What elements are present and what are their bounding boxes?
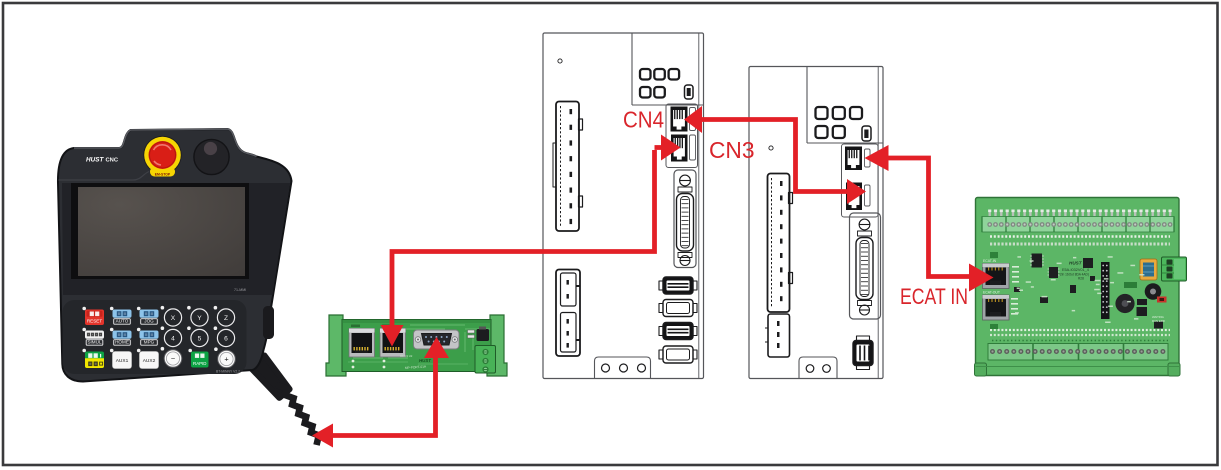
svg-text:CNC: CNC <box>106 158 119 164</box>
svg-text:R6 C3 U2: R6 C3 U2 <box>400 354 413 358</box>
svg-text:HUST: HUST <box>1069 261 1083 266</box>
svg-text:RAPID: RAPID <box>193 361 206 366</box>
svg-text:E5A-I032V01_4: E5A-I032V01_4 <box>1062 268 1089 272</box>
svg-text:CN3: CN3 <box>709 137 755 163</box>
svg-text:71-MMI: 71-MMI <box>234 288 246 292</box>
svg-text:R28: R28 <box>1078 277 1084 281</box>
svg-text:Z: Z <box>224 315 228 322</box>
svg-text:X: X <box>171 315 176 322</box>
svg-text:AUX1: AUX1 <box>116 358 129 364</box>
svg-text:Y: Y <box>197 315 202 322</box>
svg-text:HUST: HUST <box>86 157 104 164</box>
svg-text:4: 4 <box>171 335 175 342</box>
svg-text:RUN ERR: RUN ERR <box>1152 319 1165 323</box>
svg-text:WAITING: WAITING <box>1152 315 1164 319</box>
svg-text:EM-STOP: EM-STOP <box>155 173 171 177</box>
svg-text:BT-MINNY V2.2: BT-MINNY V2.2 <box>216 370 240 374</box>
svg-text:6: 6 <box>224 335 228 342</box>
svg-text:JOG: JOG <box>144 318 154 323</box>
svg-text:MP-PORT-01A: MP-PORT-01A <box>405 364 427 370</box>
svg-text:SIMUL: SIMUL <box>87 339 101 344</box>
svg-text:ECAT-OUT: ECAT-OUT <box>983 291 1000 295</box>
svg-text:−: − <box>171 354 175 363</box>
svg-text:AUX2: AUX2 <box>143 358 156 364</box>
svg-text:HOME: HOME <box>115 339 129 344</box>
svg-text:ECAT IN: ECAT IN <box>900 284 968 309</box>
svg-text:AUTO: AUTO <box>116 318 129 323</box>
svg-text:CN4: CN4 <box>623 107 664 133</box>
svg-text:ECAT-IN: ECAT-IN <box>983 259 997 263</box>
svg-text:MPG: MPG <box>144 339 155 344</box>
svg-text:RESET: RESET <box>87 319 103 324</box>
svg-text:HUST: HUST <box>419 358 431 363</box>
svg-text:(32In 16Out 8DA 4AD): (32In 16Out 8DA 4AD) <box>1057 273 1089 277</box>
svg-text:+: + <box>224 355 228 364</box>
svg-text:5: 5 <box>198 335 202 342</box>
